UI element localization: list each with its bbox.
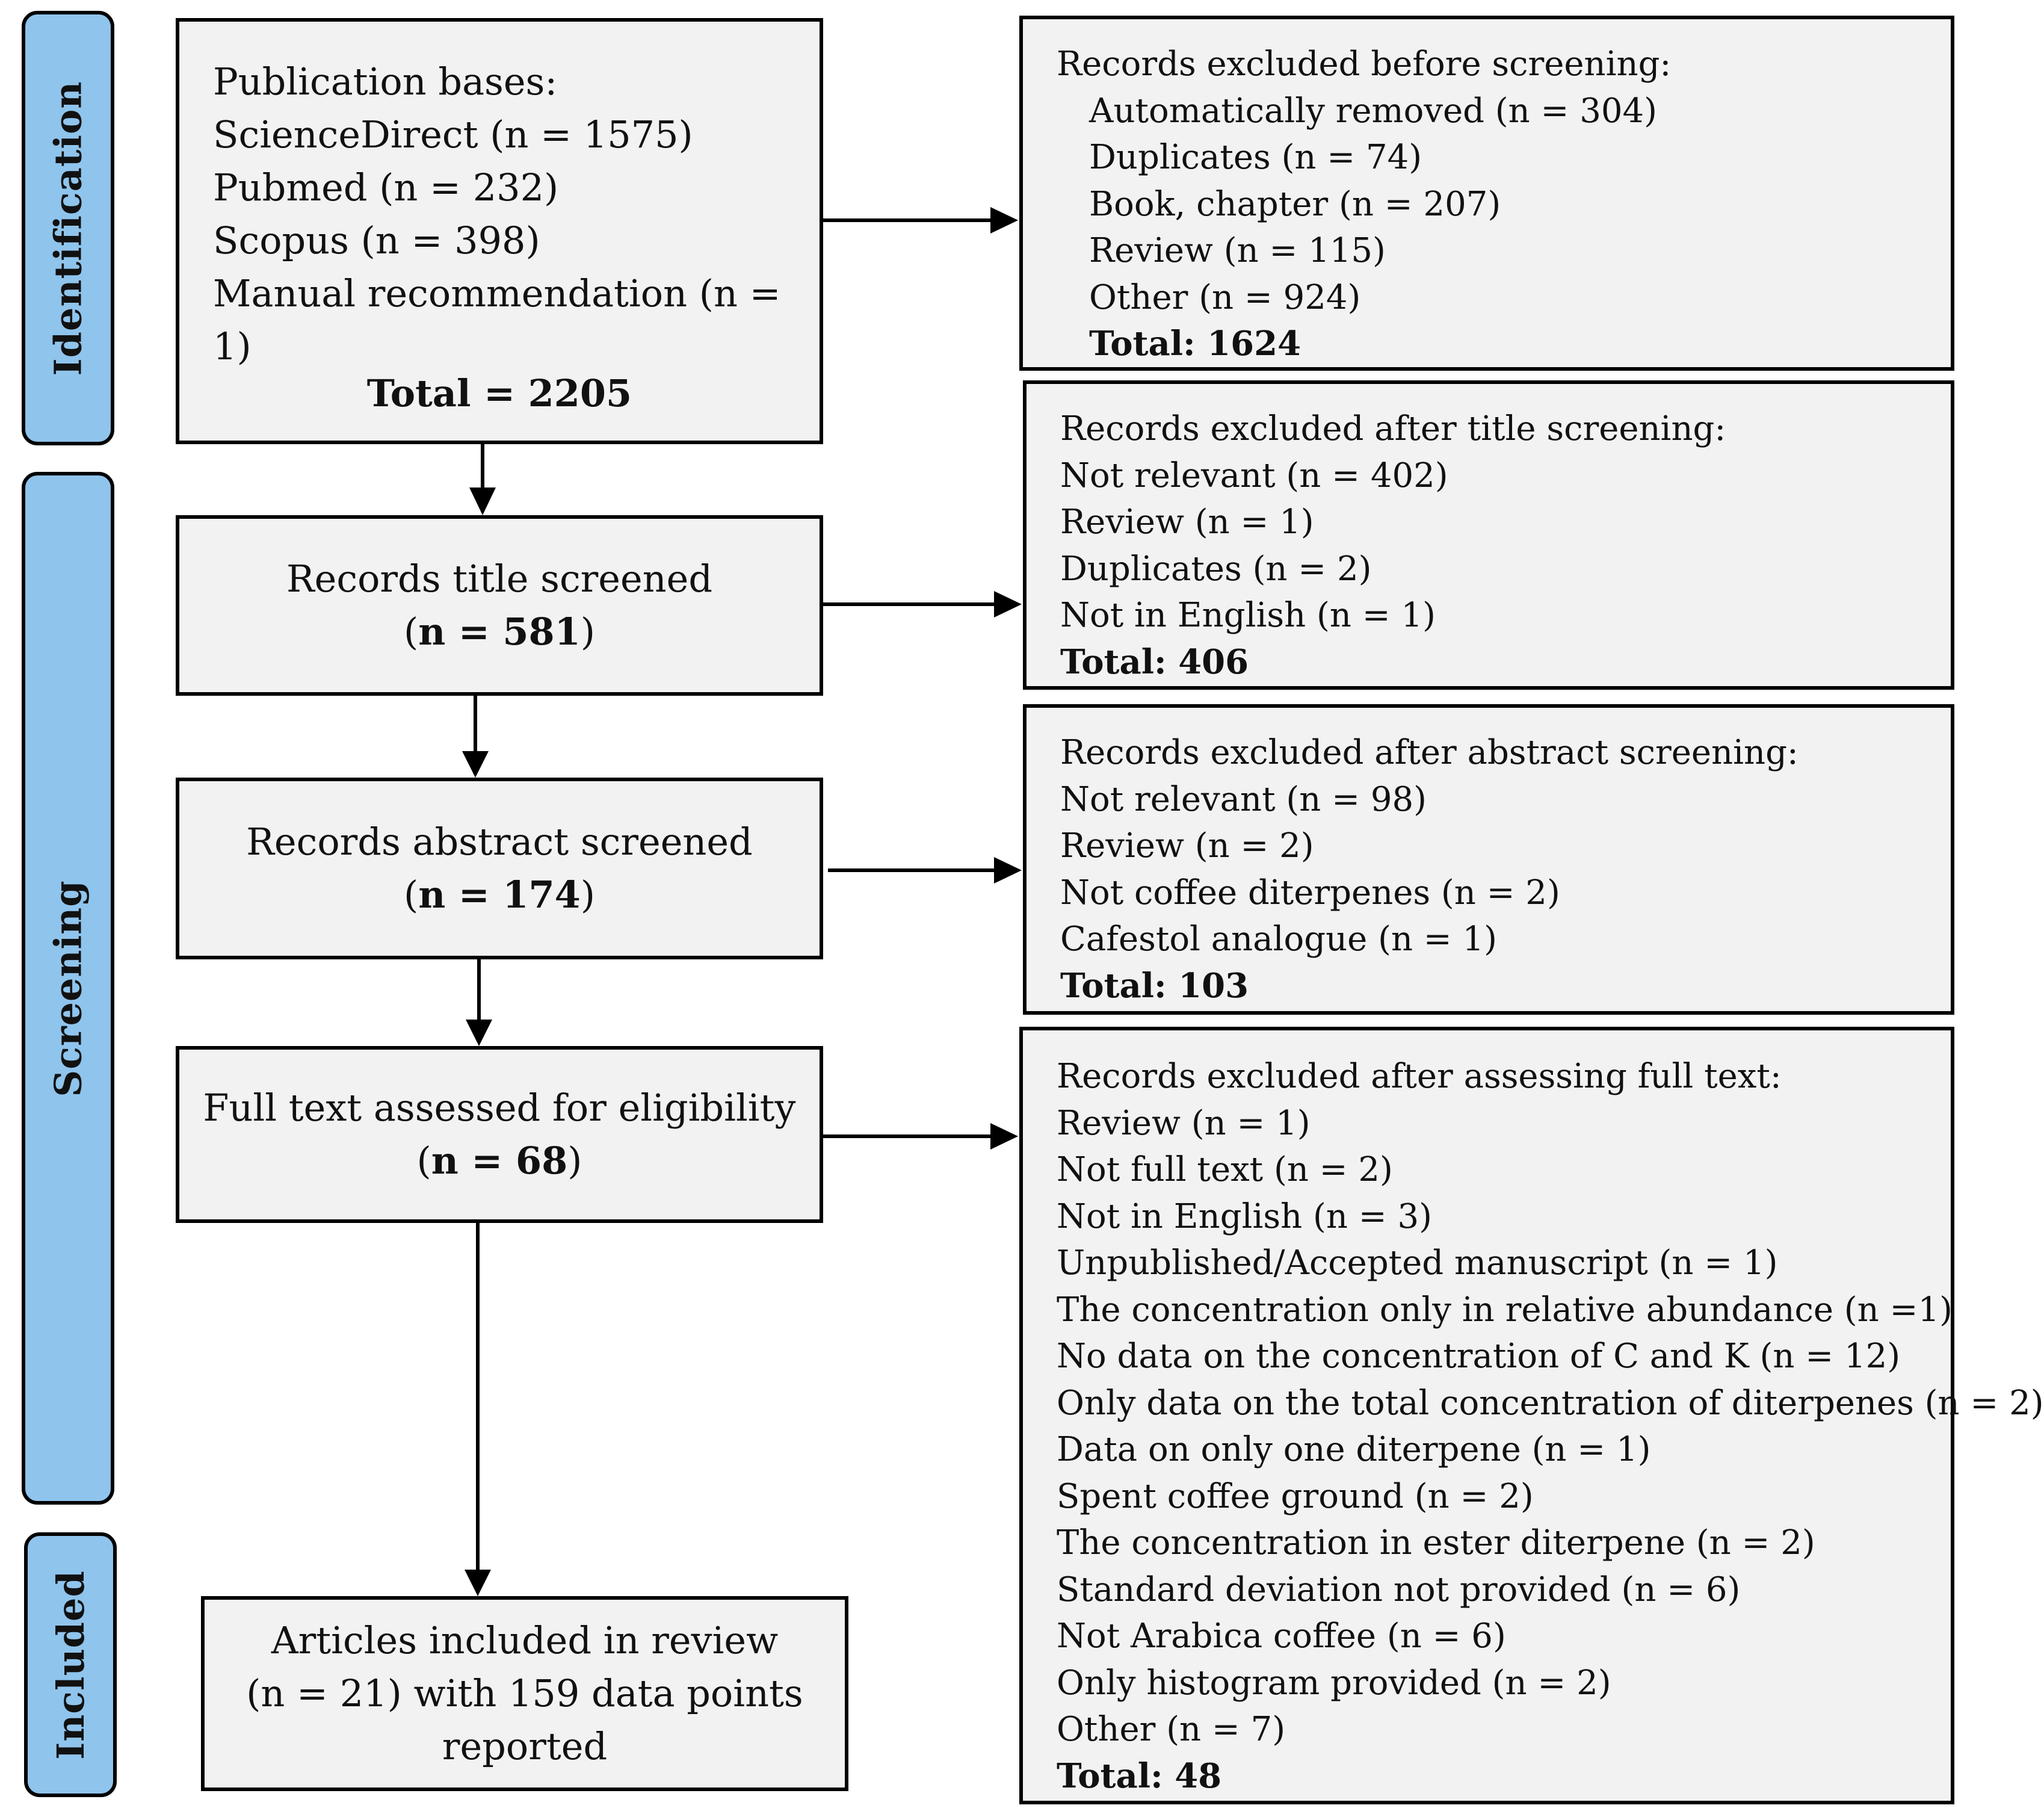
excluded-title-title: Records excluded after title screening:: [1060, 409, 1726, 448]
arrow-down-1-head: [469, 488, 496, 515]
excluded-abstract-box: Records excluded after abstract screenin…: [1023, 704, 1954, 1015]
excluded-fulltext-title: Records excluded after assessing full te…: [1057, 1057, 1782, 1096]
source-manual: Manual recommendation (n = 1): [213, 271, 781, 368]
excluded-fulltext-item: No data on the concentration of C and K …: [1057, 1337, 1901, 1376]
excluded-fulltext-item: Standard deviation not provided (n = 6): [1057, 1570, 1741, 1609]
excluded-before-box: Records excluded before screening: Autom…: [1019, 16, 1954, 371]
excluded-fulltext-item: The concentration in ester diterpene (n …: [1057, 1523, 1815, 1562]
excluded-fulltext-item: Only histogram provided (n = 2): [1057, 1663, 1611, 1703]
arrow-right-4-head: [990, 1123, 1018, 1150]
excluded-fulltext-item: The concentration only in relative abund…: [1057, 1290, 1953, 1329]
excluded-fulltext-item: Unpublished/Accepted manuscript (n = 1): [1057, 1243, 1778, 1283]
excluded-fulltext-item: Other (n = 7): [1057, 1710, 1286, 1749]
arrow-right-1-head: [990, 207, 1018, 234]
excluded-fulltext-box: Records excluded after assessing full te…: [1019, 1027, 2044, 1804]
abstract-screened-count: n = 174: [418, 873, 581, 917]
source-pubmed: Pubmed (n = 232): [213, 166, 559, 209]
excluded-fulltext-total: Total: 48: [1057, 1756, 1222, 1796]
excluded-fulltext-item: Spent coffee ground (n = 2): [1057, 1476, 1534, 1516]
identification-total: Total = 2205: [366, 371, 632, 415]
fulltext-label: Full text assessed for eligibility: [203, 1086, 796, 1130]
excluded-before-item: Review (n = 115): [1089, 231, 1386, 270]
identification-title: Publication bases:: [213, 60, 558, 104]
excluded-fulltext-item: Not in English (n = 3): [1057, 1196, 1432, 1236]
arrow-right-3-head: [994, 857, 1022, 884]
flow-arrows: [462, 207, 1022, 1596]
arrow-down-3-head: [466, 1020, 492, 1046]
abstract-screened-count-line: (n = 174): [403, 873, 596, 917]
excluded-title-item: Not relevant (n = 402): [1060, 456, 1448, 495]
excluded-before-item: Other (n = 924): [1089, 277, 1361, 317]
excluded-before-item: Automatically removed (n = 304): [1089, 91, 1657, 131]
stage-identification: Identification: [22, 11, 114, 445]
included-box: Articles included in review (n = 21) wit…: [201, 1596, 848, 1791]
excluded-title-item: Duplicates (n = 2): [1060, 549, 1372, 589]
excluded-fulltext-item: Data on only one diterpene (n = 1): [1057, 1430, 1651, 1469]
excluded-abstract-item: Review (n = 2): [1060, 826, 1314, 865]
excluded-abstract-item: Not coffee diterpenes (n = 2): [1060, 873, 1560, 912]
excluded-before-total: Total: 1624: [1089, 324, 1301, 364]
excluded-title-box: Records excluded after title screening: …: [1023, 380, 1954, 690]
excluded-abstract-item: Cafestol analogue (n = 1): [1060, 920, 1498, 959]
excluded-fulltext-item: Not Arabica coffee (n = 6): [1057, 1617, 1506, 1656]
included-line-1: Articles included in review: [271, 1618, 779, 1662]
excluded-title-item: Review (n = 1): [1060, 503, 1314, 542]
excluded-fulltext-item: Review (n = 1): [1057, 1103, 1311, 1143]
abstract-screened-label: Records abstract screened: [246, 820, 753, 864]
title-screened-count-line: (n = 581): [403, 610, 596, 654]
arrow-right-2-head: [994, 591, 1022, 618]
excluded-abstract-title: Records excluded after abstract screenin…: [1060, 733, 1799, 772]
stage-screening: Screening: [22, 472, 114, 1505]
excluded-title-item: Not in English (n = 1): [1060, 596, 1436, 635]
arrow-down-4-head: [465, 1570, 491, 1596]
source-sciencedirect: ScienceDirect (n = 1575): [213, 113, 693, 156]
included-line-3: reported: [442, 1724, 608, 1768]
excluded-abstract-total: Total: 103: [1060, 965, 1249, 1006]
excluded-before-item: Book, chapter (n = 207): [1089, 184, 1501, 224]
excluded-before-item: Duplicates (n = 74): [1089, 138, 1422, 177]
abstract-screened-box: Records abstract screened (n = 174): [176, 778, 823, 959]
excluded-fulltext-item: Not full text (n = 2): [1057, 1150, 1393, 1189]
title-screened-count: n = 581: [418, 610, 581, 654]
excluded-title-total: Total: 406: [1060, 642, 1249, 682]
excluded-abstract-item: Not relevant (n = 98): [1060, 779, 1427, 819]
source-scopus: Scopus (n = 398): [213, 218, 540, 262]
title-screened-box: Records title screened (n = 581): [176, 515, 823, 696]
fulltext-box: Full text assessed for eligibility (n = …: [176, 1046, 823, 1223]
fulltext-count-line: (n = 68): [416, 1139, 582, 1183]
included-line-2: (n = 21) with 159 data points: [246, 1671, 803, 1715]
identification-box: Publication bases: ScienceDirect (n = 15…: [176, 18, 823, 444]
stage-included: Included: [24, 1532, 117, 1797]
arrow-down-2-head: [462, 751, 489, 778]
excluded-before-title: Records excluded before screening:: [1057, 45, 1672, 84]
title-screened-label: Records title screened: [286, 557, 713, 601]
excluded-fulltext-item: Only data on the total concentration of …: [1057, 1383, 2044, 1423]
fulltext-count: n = 68: [431, 1139, 568, 1183]
